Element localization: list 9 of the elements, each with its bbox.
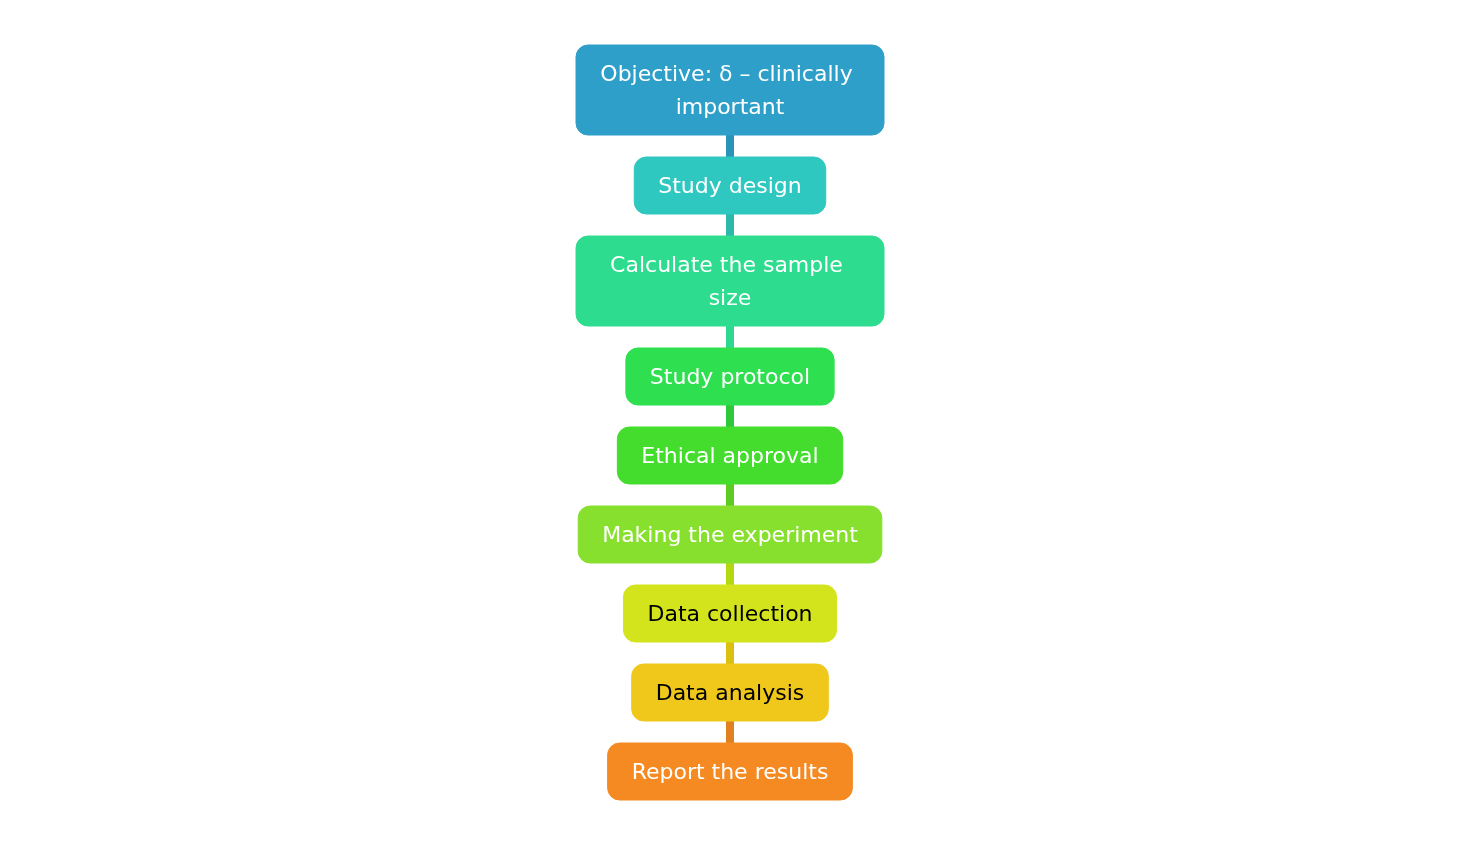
node-box: Data analysis bbox=[631, 663, 829, 722]
node-box: Report the results bbox=[607, 742, 853, 801]
node-box: Making the experiment bbox=[577, 505, 883, 564]
node-box: Study design bbox=[633, 156, 827, 215]
node-box: Ethical approval bbox=[616, 426, 844, 485]
node-box: Study protocol bbox=[625, 347, 835, 406]
node-box: Objective: δ – clinically important bbox=[575, 44, 885, 136]
node-box: Data collection bbox=[622, 584, 838, 643]
node-box: Calculate the sample size bbox=[575, 235, 885, 327]
